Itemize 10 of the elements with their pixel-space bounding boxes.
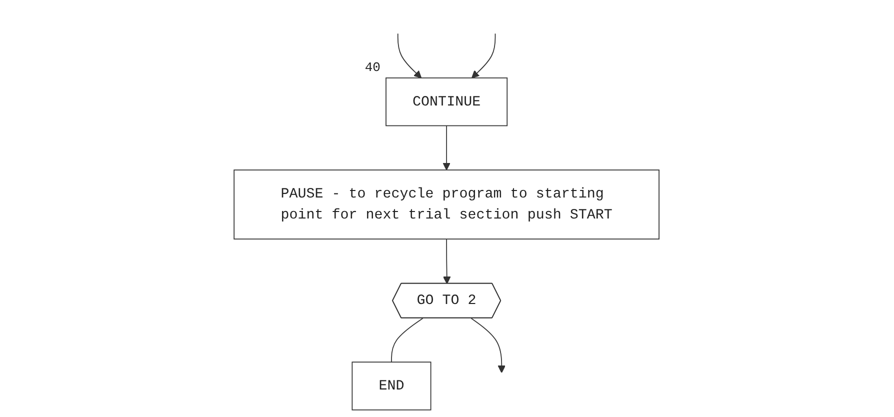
statement-number: 40 (364, 60, 380, 75)
node-box: END (352, 362, 432, 410)
arrow (471, 318, 506, 374)
arrow (398, 33, 422, 78)
node-box: PAUSE - to recycle program to starting point for next trial section push START (234, 170, 660, 240)
node-box: CONTINUE (386, 77, 508, 126)
arrow (443, 238, 452, 284)
connector (391, 318, 424, 363)
arrow (443, 125, 451, 170)
arrow (472, 33, 496, 78)
